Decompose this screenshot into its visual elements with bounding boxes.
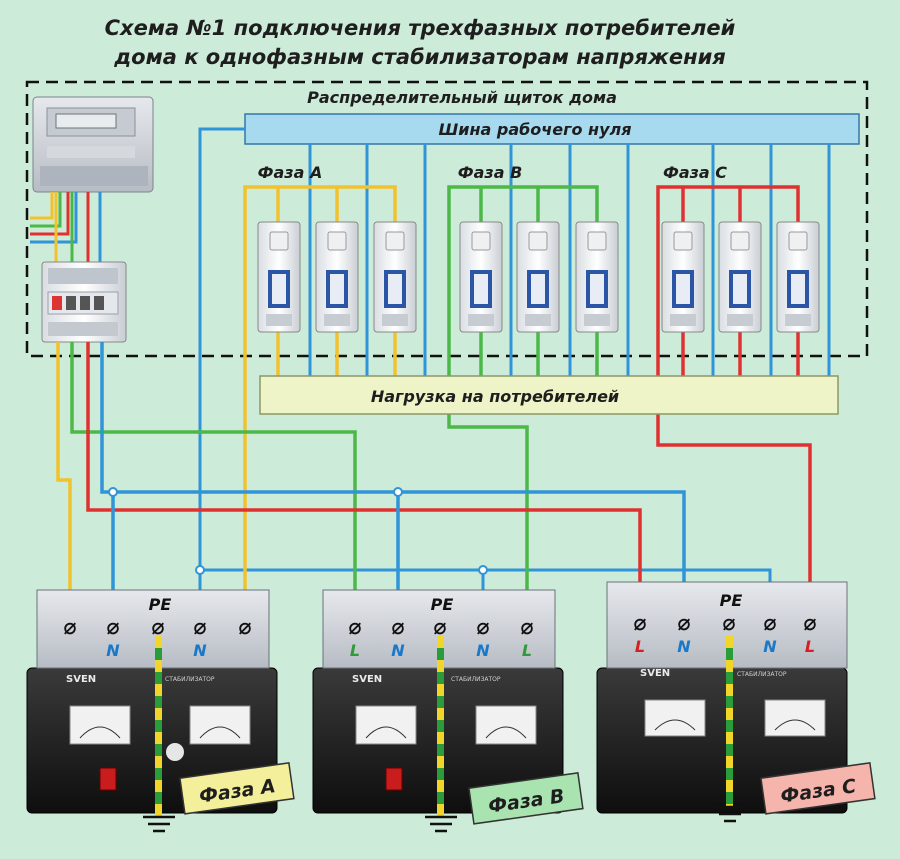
terminal-symbol: ⌀ bbox=[677, 611, 690, 636]
ground-icons bbox=[143, 805, 746, 833]
neutral-lines bbox=[198, 127, 831, 620]
stab3-terminal-pe: PE bbox=[720, 591, 743, 610]
phase-c-label: Фаза С bbox=[663, 163, 727, 182]
terminal-symbol: ⌀ bbox=[476, 615, 489, 640]
terminal-symbol: ⌀ bbox=[63, 615, 76, 640]
phase-c-wires bbox=[656, 185, 812, 620]
phase-a-label: Фаза А bbox=[258, 163, 323, 182]
terminal-symbol: ⌀ bbox=[520, 615, 533, 640]
breakers bbox=[257, 221, 820, 333]
load-bus bbox=[259, 375, 839, 415]
phase-tag-b: Фаза В bbox=[468, 772, 584, 825]
main-breaker bbox=[41, 261, 127, 343]
stab2-terminal-n-left: N bbox=[391, 641, 405, 660]
stabilizer-3-brand: SVEN bbox=[640, 668, 670, 679]
panel-label: Распределительный щиток дома bbox=[307, 88, 617, 107]
phase-b-label: Фаза В bbox=[458, 163, 523, 182]
stab2-terminal-l-right: L bbox=[522, 641, 532, 660]
stab3-terminal-n-left: N bbox=[677, 637, 691, 656]
stab3-terminal-l-left: L bbox=[635, 637, 645, 656]
neutral-bus-label: Шина рабочего нуля bbox=[438, 120, 631, 139]
title-line-1: Схема №1 подключения трехфазных потребит… bbox=[105, 16, 736, 40]
stabilizer-3-device-text: СТАБИЛИЗАТОР bbox=[737, 671, 787, 678]
stab2-terminal-pe: PE bbox=[431, 595, 454, 614]
neutral-bus bbox=[244, 113, 860, 145]
input-wires bbox=[30, 192, 102, 262]
panel-border bbox=[25, 80, 869, 358]
terminal-symbol: ⌀ bbox=[193, 615, 206, 640]
phase-a-wires bbox=[243, 185, 397, 620]
phase-tag-a: Фаза А bbox=[179, 762, 295, 815]
terminal-labels: N PE N L N PE N L L N PE N L bbox=[106, 591, 815, 660]
pe-wires bbox=[155, 636, 733, 816]
stab1-terminal-pe: PE bbox=[149, 595, 172, 614]
stab2-terminal-l-left: L bbox=[350, 641, 360, 660]
title-line-2: дома к однофазным стабилизаторам напряже… bbox=[113, 45, 726, 69]
terminal-symbol: ⌀ bbox=[722, 611, 735, 636]
stab1-terminal-n-right: N bbox=[193, 641, 207, 660]
electricity-meter bbox=[32, 96, 154, 193]
terminal-symbol: ⌀ bbox=[803, 611, 816, 636]
stabilizer-2-brand: SVEN bbox=[352, 674, 382, 685]
terminal-symbol: ⌀ bbox=[106, 615, 119, 640]
terminals: ⌀ ⌀ ⌀ ⌀ ⌀ ⌀ ⌀ ⌀ ⌀ ⌀ ⌀ ⌀ ⌀ ⌀ ⌀ bbox=[63, 611, 816, 640]
phase-tag-c: Фаза С bbox=[760, 762, 876, 815]
terminal-symbol: ⌀ bbox=[151, 615, 164, 640]
terminal-symbol: ⌀ bbox=[633, 611, 646, 636]
stabilizer-1-brand: SVEN bbox=[66, 674, 96, 685]
stabilizer-2-device-text: СТАБИЛИЗАТОР bbox=[451, 676, 501, 683]
junction-dots bbox=[108, 487, 488, 575]
stab3-terminal-l-right: L bbox=[805, 637, 815, 656]
terminal-symbol: ⌀ bbox=[433, 615, 446, 640]
terminal-symbol: ⌀ bbox=[391, 615, 404, 640]
stabilizer-1-device-text: СТАБИЛИЗАТОР bbox=[165, 676, 215, 683]
load-bus-label: Нагрузка на потребителей bbox=[371, 387, 619, 406]
stab1-terminal-n-left: N bbox=[106, 641, 120, 660]
phase-b-wires bbox=[447, 185, 599, 620]
stab3-terminal-n-right: N bbox=[763, 637, 777, 656]
stab2-terminal-n-right: N bbox=[476, 641, 490, 660]
terminal-symbol: ⌀ bbox=[763, 611, 776, 636]
terminal-symbol: ⌀ bbox=[348, 615, 361, 640]
terminal-symbol: ⌀ bbox=[238, 615, 251, 640]
